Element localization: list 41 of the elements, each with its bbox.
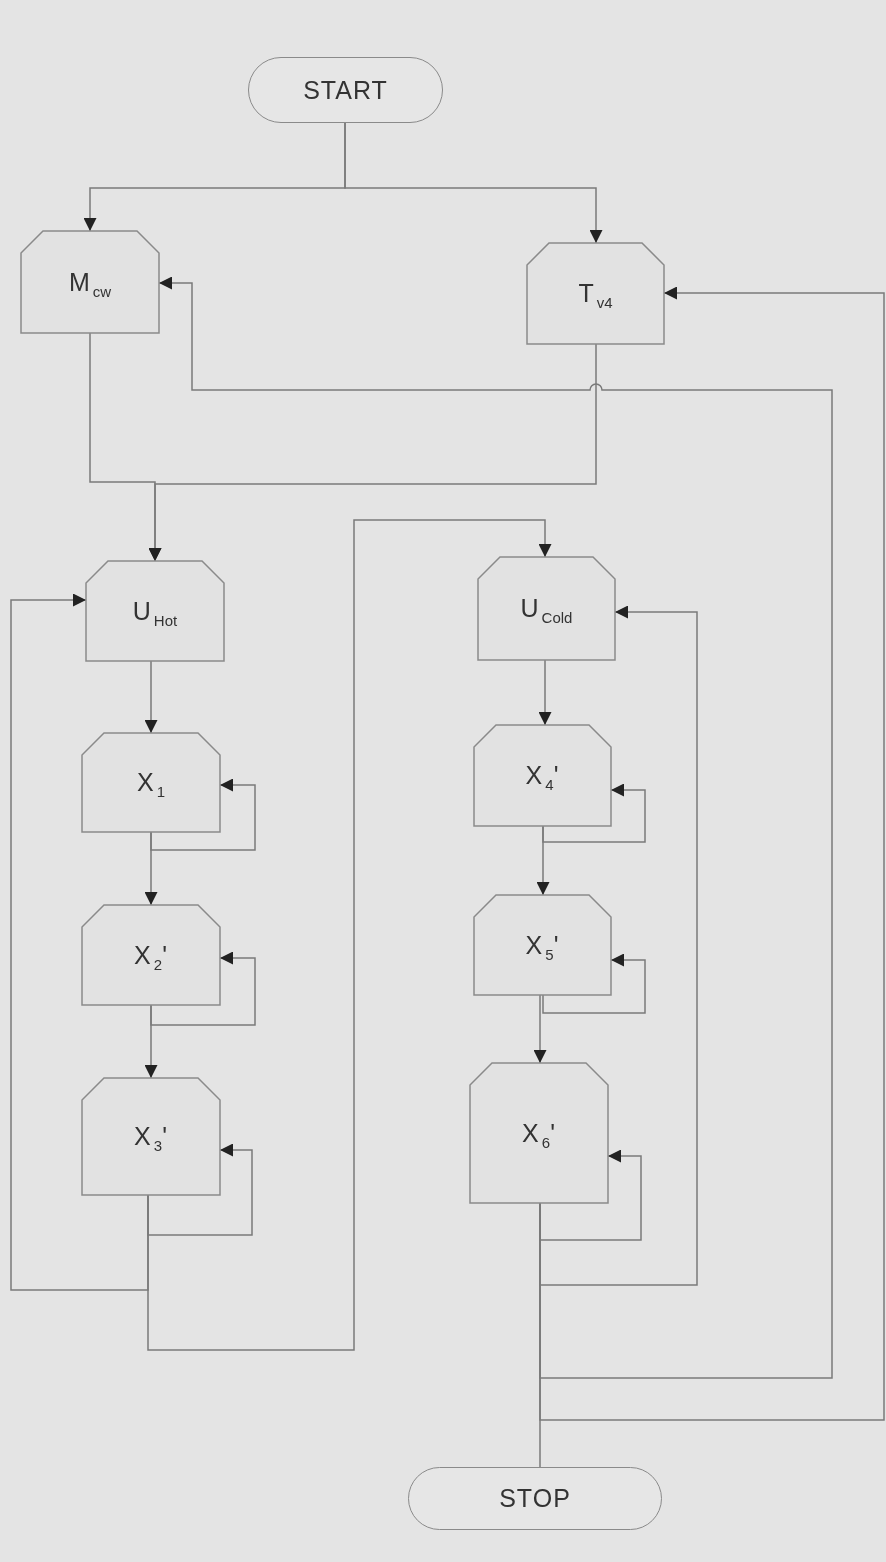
box-label: T$_{v4}$ [578, 279, 613, 308]
arrow [542, 953, 646, 1014]
arrow [542, 783, 646, 843]
arrow [539, 286, 885, 1421]
process-box [478, 557, 615, 660]
process-box [86, 561, 224, 661]
process-box [82, 733, 220, 832]
arrow [150, 778, 256, 851]
arrow [144, 831, 158, 906]
arrow [539, 1149, 642, 1241]
box-label: U$_{Cold}$ [520, 594, 573, 623]
process-box [82, 905, 220, 1005]
process-box [527, 243, 664, 344]
process-box [470, 1063, 608, 1203]
arrow [539, 605, 698, 1286]
process-box [21, 231, 159, 333]
box-label: X$_{2}$' [134, 940, 168, 970]
box-label: X$_{1}$ [137, 768, 165, 797]
arrow [10, 593, 149, 1291]
box-label: X$_{5}$' [525, 930, 560, 960]
box-label: X$_{3}$' [134, 1122, 168, 1151]
box-label: U$_{Hot}$ [132, 596, 178, 626]
arrow [344, 122, 603, 244]
box-label: STOP [499, 1484, 571, 1513]
arrow [533, 994, 547, 1064]
box-label: X$_{4}$' [525, 761, 560, 790]
arrow [147, 519, 552, 1351]
arrow [536, 825, 550, 896]
arrow [150, 951, 256, 1026]
process-box [474, 725, 611, 826]
box-label: START [303, 75, 388, 105]
box-label: M$_{cw}$ [68, 267, 112, 297]
connector-line [539, 1202, 541, 1468]
arrow [144, 660, 158, 734]
arrow [538, 659, 552, 726]
box-label: X$_{6}$' [522, 1118, 556, 1148]
process-box [82, 1078, 220, 1195]
arrow [147, 1143, 253, 1236]
arrow [148, 343, 597, 562]
process-box [474, 895, 611, 995]
arrow [144, 1004, 158, 1079]
